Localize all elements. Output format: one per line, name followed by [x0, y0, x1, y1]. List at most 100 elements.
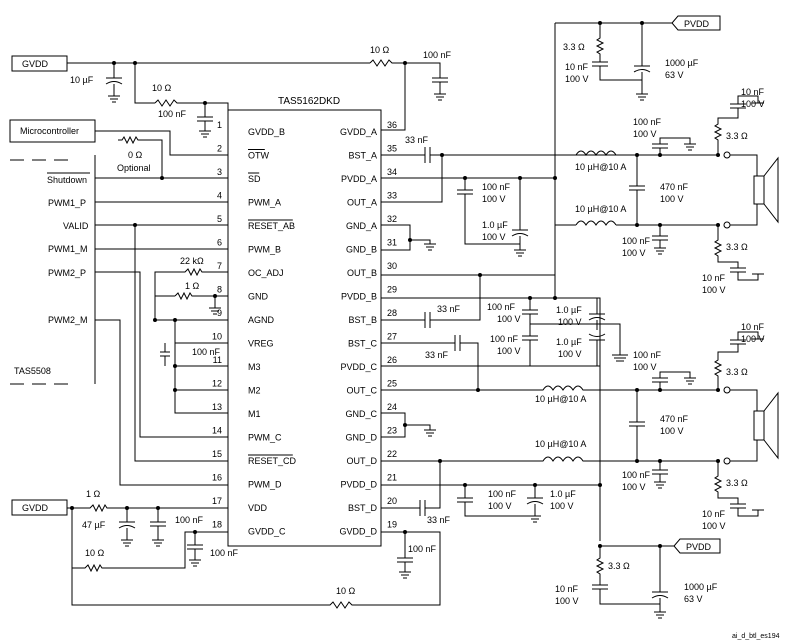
gvdd-bottom-label: GVDD — [22, 503, 49, 513]
junction — [478, 273, 482, 277]
snubber-a-cap-volt: 100 V — [741, 99, 765, 109]
pin-number: 15 — [212, 449, 222, 459]
cap-100n-gvddc-label: 100 nF — [210, 548, 239, 558]
pvdd-top-box — [671, 15, 721, 31]
snubber-b-cap-volt: 100 V — [702, 285, 726, 295]
snubber-d-res-label: 3.3 Ω — [726, 478, 748, 488]
pin-number: 18 — [212, 520, 222, 530]
res-10-gvddc — [71, 508, 228, 573]
pin-number: 9 — [217, 308, 222, 318]
cap-1u-b-label: 1.0 µF — [556, 305, 582, 315]
gnd-symbol — [410, 239, 436, 251]
pin-name: PVDD_A — [341, 174, 377, 184]
junction — [598, 483, 602, 487]
pin-number: 30 — [387, 261, 397, 271]
microcontroller-label: Microcontroller — [20, 126, 79, 136]
pin-number: 14 — [212, 426, 222, 436]
pin-number: 1 — [217, 120, 222, 130]
pin-number: 3 — [217, 167, 222, 177]
inductor-c — [381, 385, 720, 391]
wire-outa — [381, 155, 443, 203]
wire-pwmc — [95, 271, 228, 438]
bst-d-cap — [381, 461, 441, 516]
cap-100n-pvddbc — [381, 298, 600, 367]
pin-name: SD — [248, 174, 261, 184]
terminal-b — [723, 221, 731, 229]
wire-pvdd-rail-lower — [381, 297, 601, 541]
cap-100n-outb-volt: 100 V — [622, 248, 646, 258]
cap-100n-outd-label: 100 nF — [622, 470, 651, 480]
speaker-1-cone — [763, 156, 779, 224]
cap-100n-pvdda-volt: 100 V — [482, 194, 506, 204]
snubber-a-res-label: 3.3 Ω — [726, 131, 748, 141]
cap-1000u-bot-volt: 63 V — [684, 594, 703, 604]
cap-33n-a-label: 33 nF — [405, 135, 429, 145]
pin-number: 7 — [217, 261, 222, 271]
cap-1000u-top-volt: 63 V — [665, 70, 684, 80]
bst-a-cap — [381, 147, 620, 163]
pin-number: 34 — [387, 167, 397, 177]
cap-1000u-bot-label: 1000 µF — [684, 582, 718, 592]
pin-name: GVDD_A — [340, 127, 377, 137]
wire-gnd-ab — [381, 224, 411, 251]
res-0 — [118, 135, 163, 178]
cap-100n-outb — [652, 225, 668, 255]
pin-name: GVDD_C — [248, 527, 286, 537]
gvdd-top-label: GVDD — [22, 59, 49, 69]
cap-1000u-bot — [651, 546, 669, 619]
cap-100n-outc — [652, 371, 696, 390]
res-1-gnd — [174, 291, 228, 301]
cap-100n-outa — [652, 137, 696, 155]
speaker-2-cone — [763, 391, 779, 460]
pin-name: M3 — [248, 362, 261, 372]
valid-label: VALID — [63, 221, 89, 231]
pvdd-top-label: PVDD — [684, 19, 710, 29]
pin-name: VDD — [248, 503, 268, 513]
cap-100n-gvddc — [187, 532, 203, 567]
cap-100n-gvddd-label: 100 nF — [408, 544, 437, 554]
snubber-c — [713, 331, 764, 390]
pin-number: 22 — [387, 449, 397, 459]
pin-number: 33 — [387, 191, 397, 201]
pin-number: 23 — [387, 426, 397, 436]
pin-name: PWM_B — [248, 245, 281, 255]
pin-name: BST_C — [348, 339, 378, 349]
cap-100n-outb-label: 100 nF — [622, 236, 651, 246]
res-1-vdd-label: 1 Ω — [86, 489, 101, 499]
cap-10uf-label: 10 µF — [70, 75, 94, 85]
cap-100n-outc-volt: 100 V — [633, 362, 657, 372]
pin-number: 36 — [387, 120, 397, 130]
junction — [173, 364, 177, 368]
pvdd-bottom-label: PVDD — [686, 542, 712, 552]
pin-name: RESET_CD — [248, 456, 297, 466]
cap-10uf — [105, 63, 123, 103]
pin-number: 24 — [387, 402, 397, 412]
pin-number: 19 — [387, 520, 397, 530]
pin-number: 27 — [387, 332, 397, 342]
pin-name: PVDD_B — [341, 292, 377, 302]
snubber-c-res-label: 3.3 Ω — [726, 367, 748, 377]
inductor-b-label: 10 µH@10 A — [575, 204, 626, 214]
tas5508-label: TAS5508 — [14, 366, 51, 376]
cap-100n-pvddd-volt: 100 V — [488, 501, 512, 511]
pin-name: OUT_D — [346, 456, 377, 466]
junction — [640, 21, 644, 25]
terminal-d — [723, 457, 731, 465]
res-1-vdd — [67, 503, 228, 513]
cap-33n-c-label: 33 nF — [425, 350, 449, 360]
pin-number: 12 — [212, 379, 222, 389]
pin-name: PWM_D — [248, 480, 282, 490]
snubber-d-cap-volt: 100 V — [702, 521, 726, 531]
pwm2p-label: PWM2_P — [48, 268, 86, 278]
res-10-gvddc-label: 10 Ω — [85, 548, 105, 558]
pin-number: 21 — [387, 473, 397, 483]
snubber-bottom — [592, 546, 660, 605]
gnd-lower — [530, 323, 628, 362]
watermark: ai_d_btl_es194 — [732, 633, 780, 640]
cap-100n-vdd-label: 100 nF — [175, 515, 204, 525]
pin-number: 6 — [217, 238, 222, 248]
pin-number: 8 — [217, 285, 222, 295]
snubber-b-res-label: 3.3 Ω — [726, 242, 748, 252]
cap-10n-bot-volt: 100 V — [555, 596, 579, 606]
cap-100n-gvddb — [197, 103, 213, 138]
